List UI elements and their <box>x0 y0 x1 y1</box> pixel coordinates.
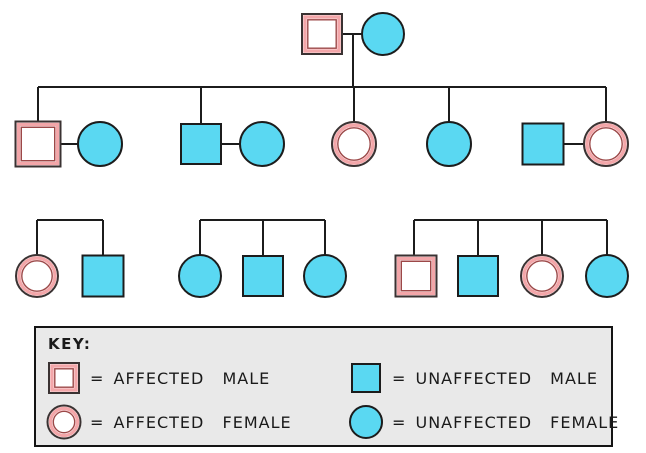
key-entry-affected-female: = AFFECTED FEMALE <box>44 402 346 442</box>
key-entries: = AFFECTED MALE = UNAFFECTED MALE = AFFECT… <box>44 356 618 444</box>
unaffected-female-symbol-II-1-partner <box>77 121 123 167</box>
unaffected-male-icon <box>351 363 381 393</box>
key-entry-label: = UNAFFECTED MALE <box>392 368 598 388</box>
key-entry-unaffected-female: = UNAFFECTED FEMALE <box>346 402 619 442</box>
affected-male-symbol-I-1 <box>301 13 343 55</box>
unaffected-female-icon <box>349 405 383 439</box>
affected-male-glyph <box>48 362 80 394</box>
key-entry-label: = AFFECTED MALE <box>90 368 271 388</box>
affected-female-glyph <box>46 404 82 440</box>
affected-male-icon <box>48 362 80 394</box>
unaffected-female-glyph <box>349 405 383 439</box>
key-box: KEY: = AFFECTED MALE= UNAFFECTED MALE= A… <box>34 326 618 447</box>
unaffected-male-symbol-III-2 <box>81 254 125 298</box>
unaffected-female-symbol-I-2 <box>361 12 405 56</box>
key-entry-label: = AFFECTED FEMALE <box>90 412 292 432</box>
unaffected-female-symbol-III-3 <box>178 254 222 298</box>
affected-female-symbol-III-1 <box>15 254 59 298</box>
affected-female-symbol-II-3 <box>331 121 377 167</box>
affected-male-symbol-II-1 <box>14 120 62 168</box>
key-entry-affected-male: = AFFECTED MALE <box>44 358 346 398</box>
key-entry-label: = UNAFFECTED FEMALE <box>392 412 620 432</box>
affected-male-symbol-III-6 <box>394 254 438 298</box>
unaffected-female-symbol-II-4 <box>426 121 472 167</box>
key-title: KEY: <box>48 335 92 353</box>
unaffected-male-symbol-III-4 <box>242 255 284 297</box>
key-entry-unaffected-male: = UNAFFECTED MALE <box>346 358 619 398</box>
affected-female-symbol-III-8 <box>520 254 564 298</box>
pedigree-connections <box>36 33 608 256</box>
unaffected-female-symbol-II-2-partner <box>239 121 285 167</box>
unaffected-male-symbol-II-5-partner <box>521 122 565 166</box>
affected-female-symbol-II-5 <box>583 121 629 167</box>
unaffected-male-glyph <box>351 363 381 393</box>
generation-II <box>14 120 629 168</box>
unaffected-female-symbol-III-9 <box>585 254 629 298</box>
unaffected-male-symbol-II-2 <box>180 123 222 165</box>
generation-III <box>15 254 629 298</box>
unaffected-male-symbol-III-7 <box>457 255 499 297</box>
generation-I <box>301 12 405 56</box>
pedigree-diagram <box>14 12 629 298</box>
affected-female-icon <box>46 404 82 440</box>
unaffected-female-symbol-III-5 <box>303 254 347 298</box>
